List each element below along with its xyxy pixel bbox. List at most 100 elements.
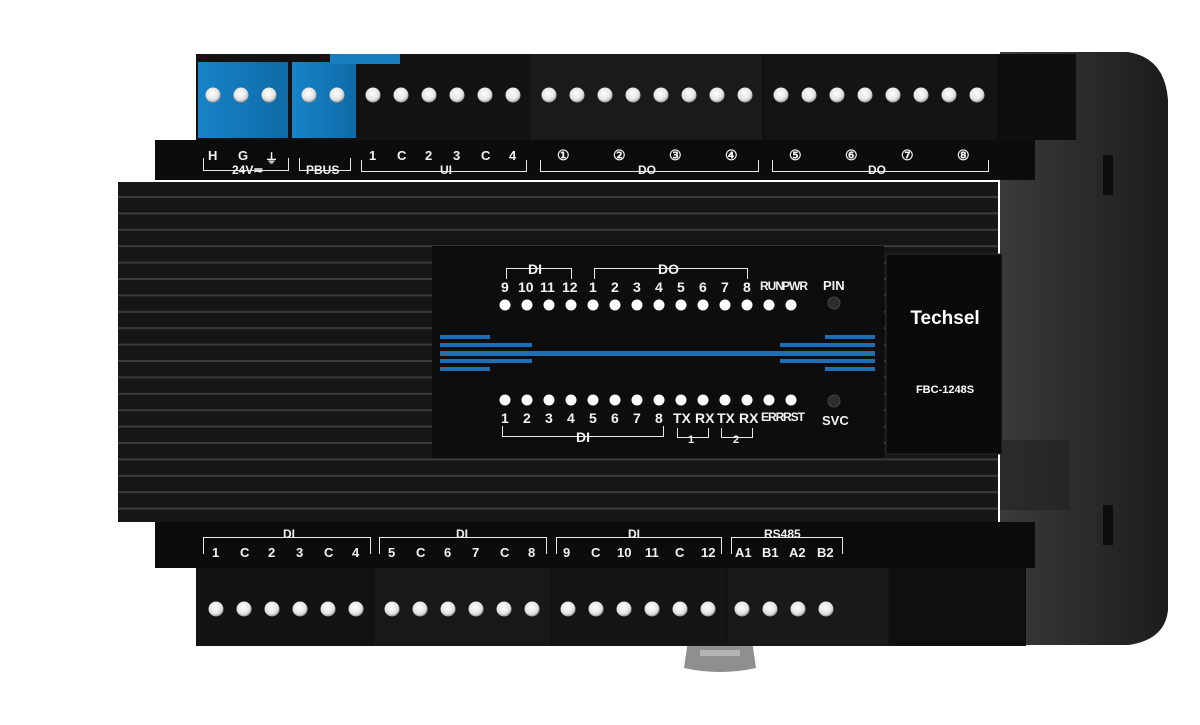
led-bottom: [543, 394, 555, 406]
rs485-bracket: [731, 537, 843, 554]
ui-terminal-label: C: [397, 148, 407, 163]
rib: [118, 458, 998, 461]
rib: [118, 212, 998, 215]
led-bottom: [785, 394, 797, 406]
rib: [118, 474, 998, 477]
di-terminal-label: 12: [701, 545, 716, 560]
terminal-screw: [597, 87, 613, 103]
terminal-screw: [773, 87, 789, 103]
do-terminal-label: ⑦: [901, 147, 914, 163]
do-group-label: DO: [868, 163, 886, 177]
led-bottom: [719, 394, 731, 406]
led-bottom: [741, 394, 753, 406]
di-terminal-label: C: [416, 545, 426, 560]
di-terminal-label: C: [591, 545, 601, 560]
pbus-terminal-blue: [292, 62, 356, 138]
led-bottom-label: RST: [783, 410, 805, 424]
led-bottom-label: RX: [739, 410, 759, 426]
power-terminal-label: H: [208, 148, 218, 163]
terminal-screw: [625, 87, 641, 103]
terminal-screw: [829, 87, 845, 103]
led-top-label: 7: [721, 279, 729, 295]
di-a-bracket: [203, 537, 371, 554]
power-terminal-label: ⏚: [265, 151, 279, 166]
terminal-screw: [560, 601, 576, 617]
led-top: [543, 299, 555, 311]
led-indicators: [499, 299, 797, 406]
terminal-screw: [393, 87, 409, 103]
terminal-screw: [737, 87, 753, 103]
led-top-label: 9: [501, 279, 509, 295]
led-top-label: 6: [699, 279, 707, 295]
do-b-bracket: [772, 160, 989, 172]
led-bottom: [587, 394, 599, 406]
led-bottom-label: 4: [567, 410, 575, 426]
port1-bracket: [677, 428, 709, 438]
led-top: [565, 299, 577, 311]
bottom-label-strip: [155, 522, 1035, 568]
di-terminal-label: C: [675, 545, 685, 560]
side-clip-bottom: [1103, 505, 1113, 545]
di-c-bracket: [556, 537, 722, 554]
do-terminal-label: ⑧: [957, 147, 970, 163]
bottom-screws: [208, 601, 834, 617]
terminal-screw: [734, 601, 750, 617]
terminal-screw: [588, 601, 604, 617]
svc-label: SVC: [822, 413, 849, 428]
port1-label: 1: [688, 434, 695, 446]
led-top: [587, 299, 599, 311]
di-b-bracket: [379, 537, 547, 554]
terminal-screw: [329, 87, 345, 103]
led-bottom-label: TX: [673, 410, 691, 426]
led-top-label: 8: [743, 279, 751, 295]
terminal-screw: [857, 87, 873, 103]
terminal-screw: [790, 601, 806, 617]
terminal-screw: [524, 601, 540, 617]
terminal-screw: [801, 87, 817, 103]
led-bottom-label: 6: [611, 410, 619, 426]
led-top-label: 4: [655, 279, 663, 295]
top-label-strip: [155, 140, 1035, 180]
terminal-screw: [477, 87, 493, 103]
terminal-screw: [205, 87, 221, 103]
di-terminal-label: 8: [528, 545, 536, 560]
led-bottom: [675, 394, 687, 406]
terminal-screw: [384, 601, 400, 617]
led-bottom: [521, 394, 533, 406]
led-bottom: [631, 394, 643, 406]
ui-group-label: UI: [440, 163, 452, 177]
led-do-bracket: [594, 268, 748, 279]
led-bottom: [609, 394, 621, 406]
led-top: [675, 299, 687, 311]
power-terminal-label: G: [238, 148, 249, 163]
do-terminal-label: ④: [725, 147, 738, 163]
terminal-screw: [505, 87, 521, 103]
led-top: [653, 299, 665, 311]
led-top-label: 5: [677, 279, 685, 295]
led-bottom: [499, 394, 511, 406]
rs485-terminal-label: B2: [817, 545, 834, 560]
terminal-screw: [709, 87, 725, 103]
led-top: [785, 299, 797, 311]
led-top-label: 10: [518, 279, 534, 295]
rib: [118, 196, 998, 198]
terminal-screw: [292, 601, 308, 617]
di-terminal-label: 10: [617, 545, 632, 560]
terminal-screw: [412, 601, 428, 617]
terminal-screw: [681, 87, 697, 103]
terminal-screw: [236, 601, 252, 617]
led-bottom-label: 1: [501, 410, 509, 426]
pin-label: PIN: [823, 278, 845, 293]
di-terminal-label: 1: [212, 545, 220, 560]
do-terminal-label: ②: [613, 147, 626, 163]
do-terminal-label: ⑥: [845, 147, 858, 163]
rib: [118, 507, 998, 510]
led-di-bracket: [506, 268, 572, 279]
do-terminal-label: ⑤: [789, 147, 802, 163]
rs485-terminal-label: A2: [789, 545, 806, 560]
led-top-label: 1: [589, 279, 597, 295]
label-plate: [885, 253, 1003, 455]
di-terminal-label: C: [240, 545, 250, 560]
top-screws: [205, 87, 985, 103]
